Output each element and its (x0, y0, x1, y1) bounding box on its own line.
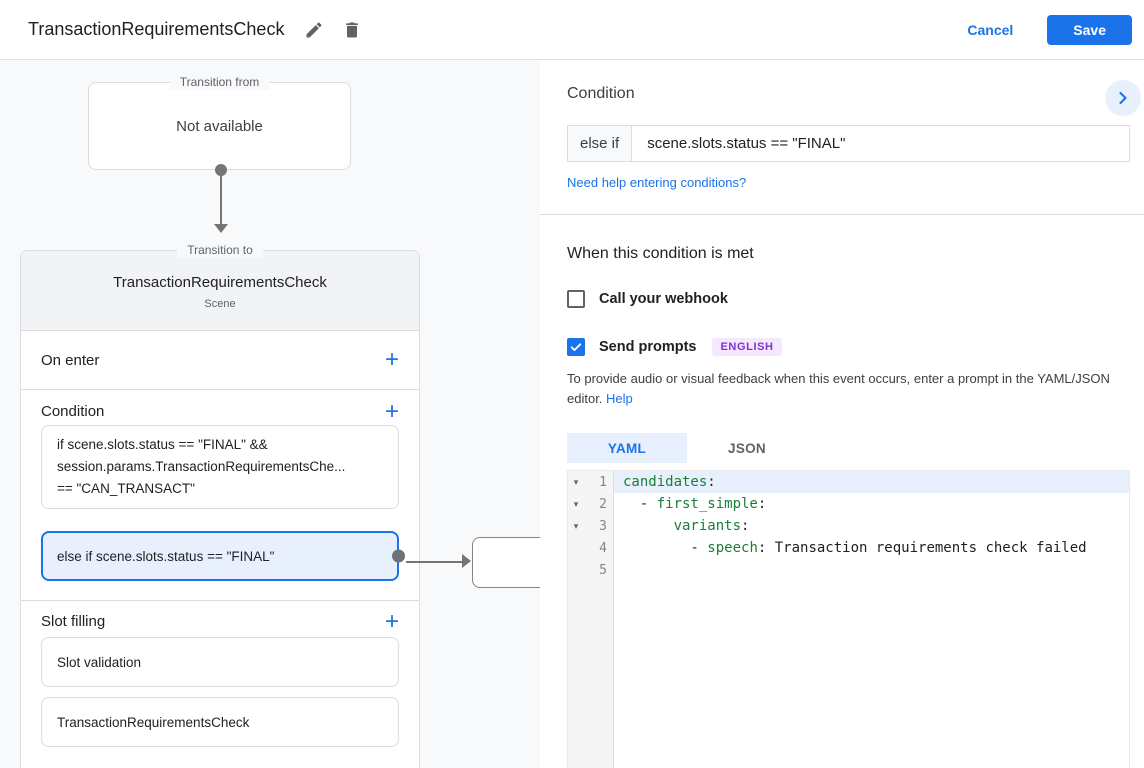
code-line: variants: (673, 518, 750, 534)
transition-from-value: Not available (176, 117, 263, 135)
connector-dot-right (392, 549, 405, 563)
trash-icon (342, 20, 362, 40)
condition-item-if[interactable]: if scene.slots.status == "FINAL" && sess… (41, 425, 399, 509)
line-number: 2 (599, 496, 607, 512)
prompts-description-text: To provide audio or visual feedback when… (567, 371, 1110, 406)
page-title: TransactionRequirementsCheck (28, 19, 285, 39)
condition-editor-panel: Condition else if Need help entering con… (540, 60, 1144, 768)
collapse-panel-button[interactable] (1105, 80, 1141, 116)
conditions-help-link[interactable]: Need help entering conditions? (567, 175, 747, 190)
language-badge: ENGLISH (712, 338, 782, 356)
save-button[interactable]: Save (1047, 14, 1132, 45)
add-on-enter-button[interactable]: + (384, 346, 399, 373)
scene-diagram-canvas: Transition from Not available Transition… (0, 60, 540, 768)
on-enter-section-row: On enter + (21, 331, 419, 390)
condition-if-line: if scene.slots.status == "FINAL" && (57, 437, 268, 452)
code-line-active: candidates: (614, 471, 1129, 493)
connector-line-down (220, 172, 222, 226)
slot-item-label: TransactionRequirementsCheck (57, 714, 250, 730)
line-number: 3 (599, 518, 607, 534)
when-condition-met-title: When this condition is met (567, 245, 754, 262)
condition-prefix-label: else if (568, 126, 633, 161)
slot-item-label: Slot validation (57, 654, 142, 670)
call-webhook-checkbox[interactable] (567, 290, 585, 308)
on-enter-label: On enter (41, 351, 100, 369)
webhook-checkbox-row: Call your webhook (567, 290, 1130, 308)
tab-json[interactable]: JSON (687, 433, 807, 463)
send-prompts-label[interactable]: Send prompts (599, 339, 697, 355)
line-number: 5 (599, 562, 607, 578)
connector-line-right (406, 561, 464, 563)
prompts-description: To provide audio or visual feedback when… (567, 369, 1130, 409)
checkmark-icon (569, 340, 583, 354)
condition-item-else-selected[interactable]: else if scene.slots.status == "FINAL" (41, 531, 405, 581)
condition-else-text: else if scene.slots.status == "FINAL" (57, 548, 275, 564)
slot-item-transaction[interactable]: TransactionRequirementsCheck (41, 697, 399, 747)
gutter-row: ▾ 1 (568, 471, 613, 493)
condition-input-group: else if (567, 125, 1130, 162)
prompts-checkbox-row: Send prompts ENGLISH (567, 338, 1130, 356)
fold-toggle-icon[interactable]: ▾ (573, 520, 579, 531)
connector-dot (215, 164, 227, 176)
panel-header: Condition (567, 80, 1141, 116)
connector-arrowhead-down (214, 224, 228, 233)
gutter-row: ▾ 3 (568, 515, 613, 537)
scene-node-title: TransactionRequirementsCheck (113, 274, 327, 291)
condition-expression-input[interactable] (632, 126, 1129, 161)
editor-code-area[interactable]: candidates: - first_simple: variants: - … (614, 471, 1129, 768)
code-line: - speech: Transaction requirements check… (623, 540, 1087, 556)
cancel-button[interactable]: Cancel (967, 21, 1014, 38)
condition-section: Condition + if scene.slots.status == "FI… (21, 390, 419, 601)
condition-section-label: Condition (41, 403, 105, 420)
code-line (614, 559, 1129, 581)
delete-scene-button[interactable] (336, 14, 368, 46)
gutter-row: 5 (568, 559, 613, 581)
slot-filling-label: Slot filling (41, 613, 106, 630)
fold-toggle-icon[interactable]: ▾ (573, 476, 579, 487)
transition-target-node[interactable] (472, 537, 540, 588)
slot-item-validation[interactable]: Slot validation (41, 637, 399, 687)
editor-gutter: ▾ 1 ▾ 2 ▾ 3 4 5 (568, 471, 614, 768)
transition-to-label: Transition to (177, 243, 263, 258)
edit-scene-button[interactable] (298, 14, 330, 46)
add-slot-button[interactable]: + (384, 607, 399, 635)
editor-format-tabs: YAML JSON (567, 433, 1130, 463)
gutter-row: ▾ 2 (568, 493, 613, 515)
panel-title: Condition (567, 85, 635, 102)
scene-node-header[interactable]: TransactionRequirementsCheck Scene (21, 251, 419, 331)
transition-from-label: Transition from (169, 75, 270, 90)
call-webhook-label[interactable]: Call your webhook (599, 291, 728, 307)
slot-filling-section: Slot filling + Slot validation Transacti… (21, 601, 419, 747)
transition-from-node: Transition from Not available (88, 75, 351, 170)
prompts-help-link[interactable]: Help (606, 391, 633, 406)
gutter-row: 4 (568, 537, 613, 559)
condition-if-line: == "CAN_TRANSACT" (57, 481, 195, 496)
connector-arrowhead-right (462, 554, 471, 568)
slot-filling-section-head: Slot filling + (21, 601, 419, 635)
yaml-code-editor: ▾ 1 ▾ 2 ▾ 3 4 5 candidates: - first_sim (567, 470, 1130, 768)
condition-section-head: Condition + (21, 390, 419, 423)
line-number: 1 (599, 474, 607, 490)
add-condition-button[interactable]: + (384, 397, 399, 425)
line-number: 4 (599, 540, 607, 556)
panel-divider (540, 214, 1144, 215)
chevron-right-icon (1113, 88, 1133, 108)
scene-node-subtitle: Scene (204, 298, 236, 310)
pencil-icon (304, 20, 324, 40)
send-prompts-checkbox[interactable] (567, 338, 585, 356)
scene-node-card: Transition to TransactionRequirementsChe… (20, 243, 420, 768)
top-bar: TransactionRequirementsCheck Cancel Save (0, 0, 1144, 60)
tab-yaml[interactable]: YAML (567, 433, 687, 463)
condition-if-line: session.params.TransactionRequirementsCh… (57, 459, 346, 474)
fold-toggle-icon[interactable]: ▾ (573, 498, 579, 509)
code-line: - first_simple: (623, 496, 767, 512)
